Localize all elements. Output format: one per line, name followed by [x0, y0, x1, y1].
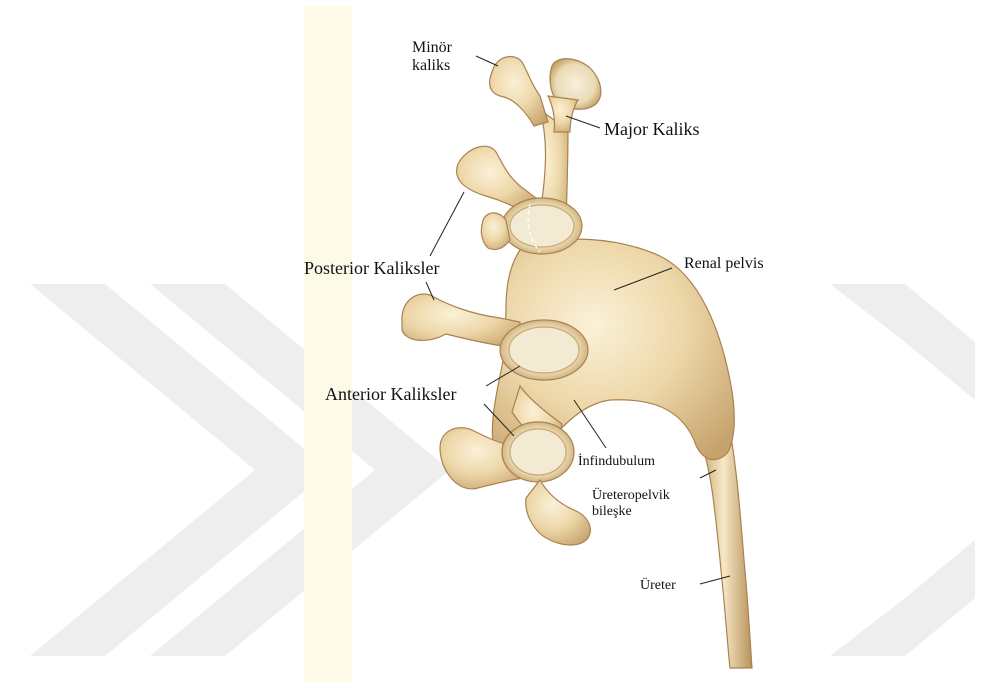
kidney-collecting-system	[402, 57, 752, 668]
label-minor-calyx: Minör kaliks	[412, 39, 452, 75]
label-posterior-calyces: Posterior Kaliksler	[304, 258, 439, 278]
leader-posterior-upper	[430, 192, 464, 256]
label-renal-pelvis: Renal pelvis	[684, 255, 764, 273]
label-infundibulum: İnfindubulum	[578, 454, 655, 470]
label-ureteropelvic-junction: Üreteropelvik bileşke	[592, 488, 670, 519]
watermark-chevron-right-lower	[830, 540, 975, 656]
leader-minor-calyx	[476, 56, 498, 66]
minor-calyx-upper-left	[490, 57, 548, 126]
watermark-chevron-right	[830, 284, 975, 400]
label-anterior-calyces: Anterior Kaliksler	[325, 384, 456, 404]
anterior-calyx-cup-lower-rim	[510, 429, 566, 475]
leader-infundibulum	[574, 400, 606, 448]
background-panel	[304, 6, 352, 682]
label-ureter: Üreter	[640, 578, 676, 594]
label-major-calyx: Major Kaliks	[604, 119, 699, 139]
anterior-calyx-bottom	[526, 480, 591, 545]
posterior-calyx-cup-upper-rim	[510, 205, 574, 247]
